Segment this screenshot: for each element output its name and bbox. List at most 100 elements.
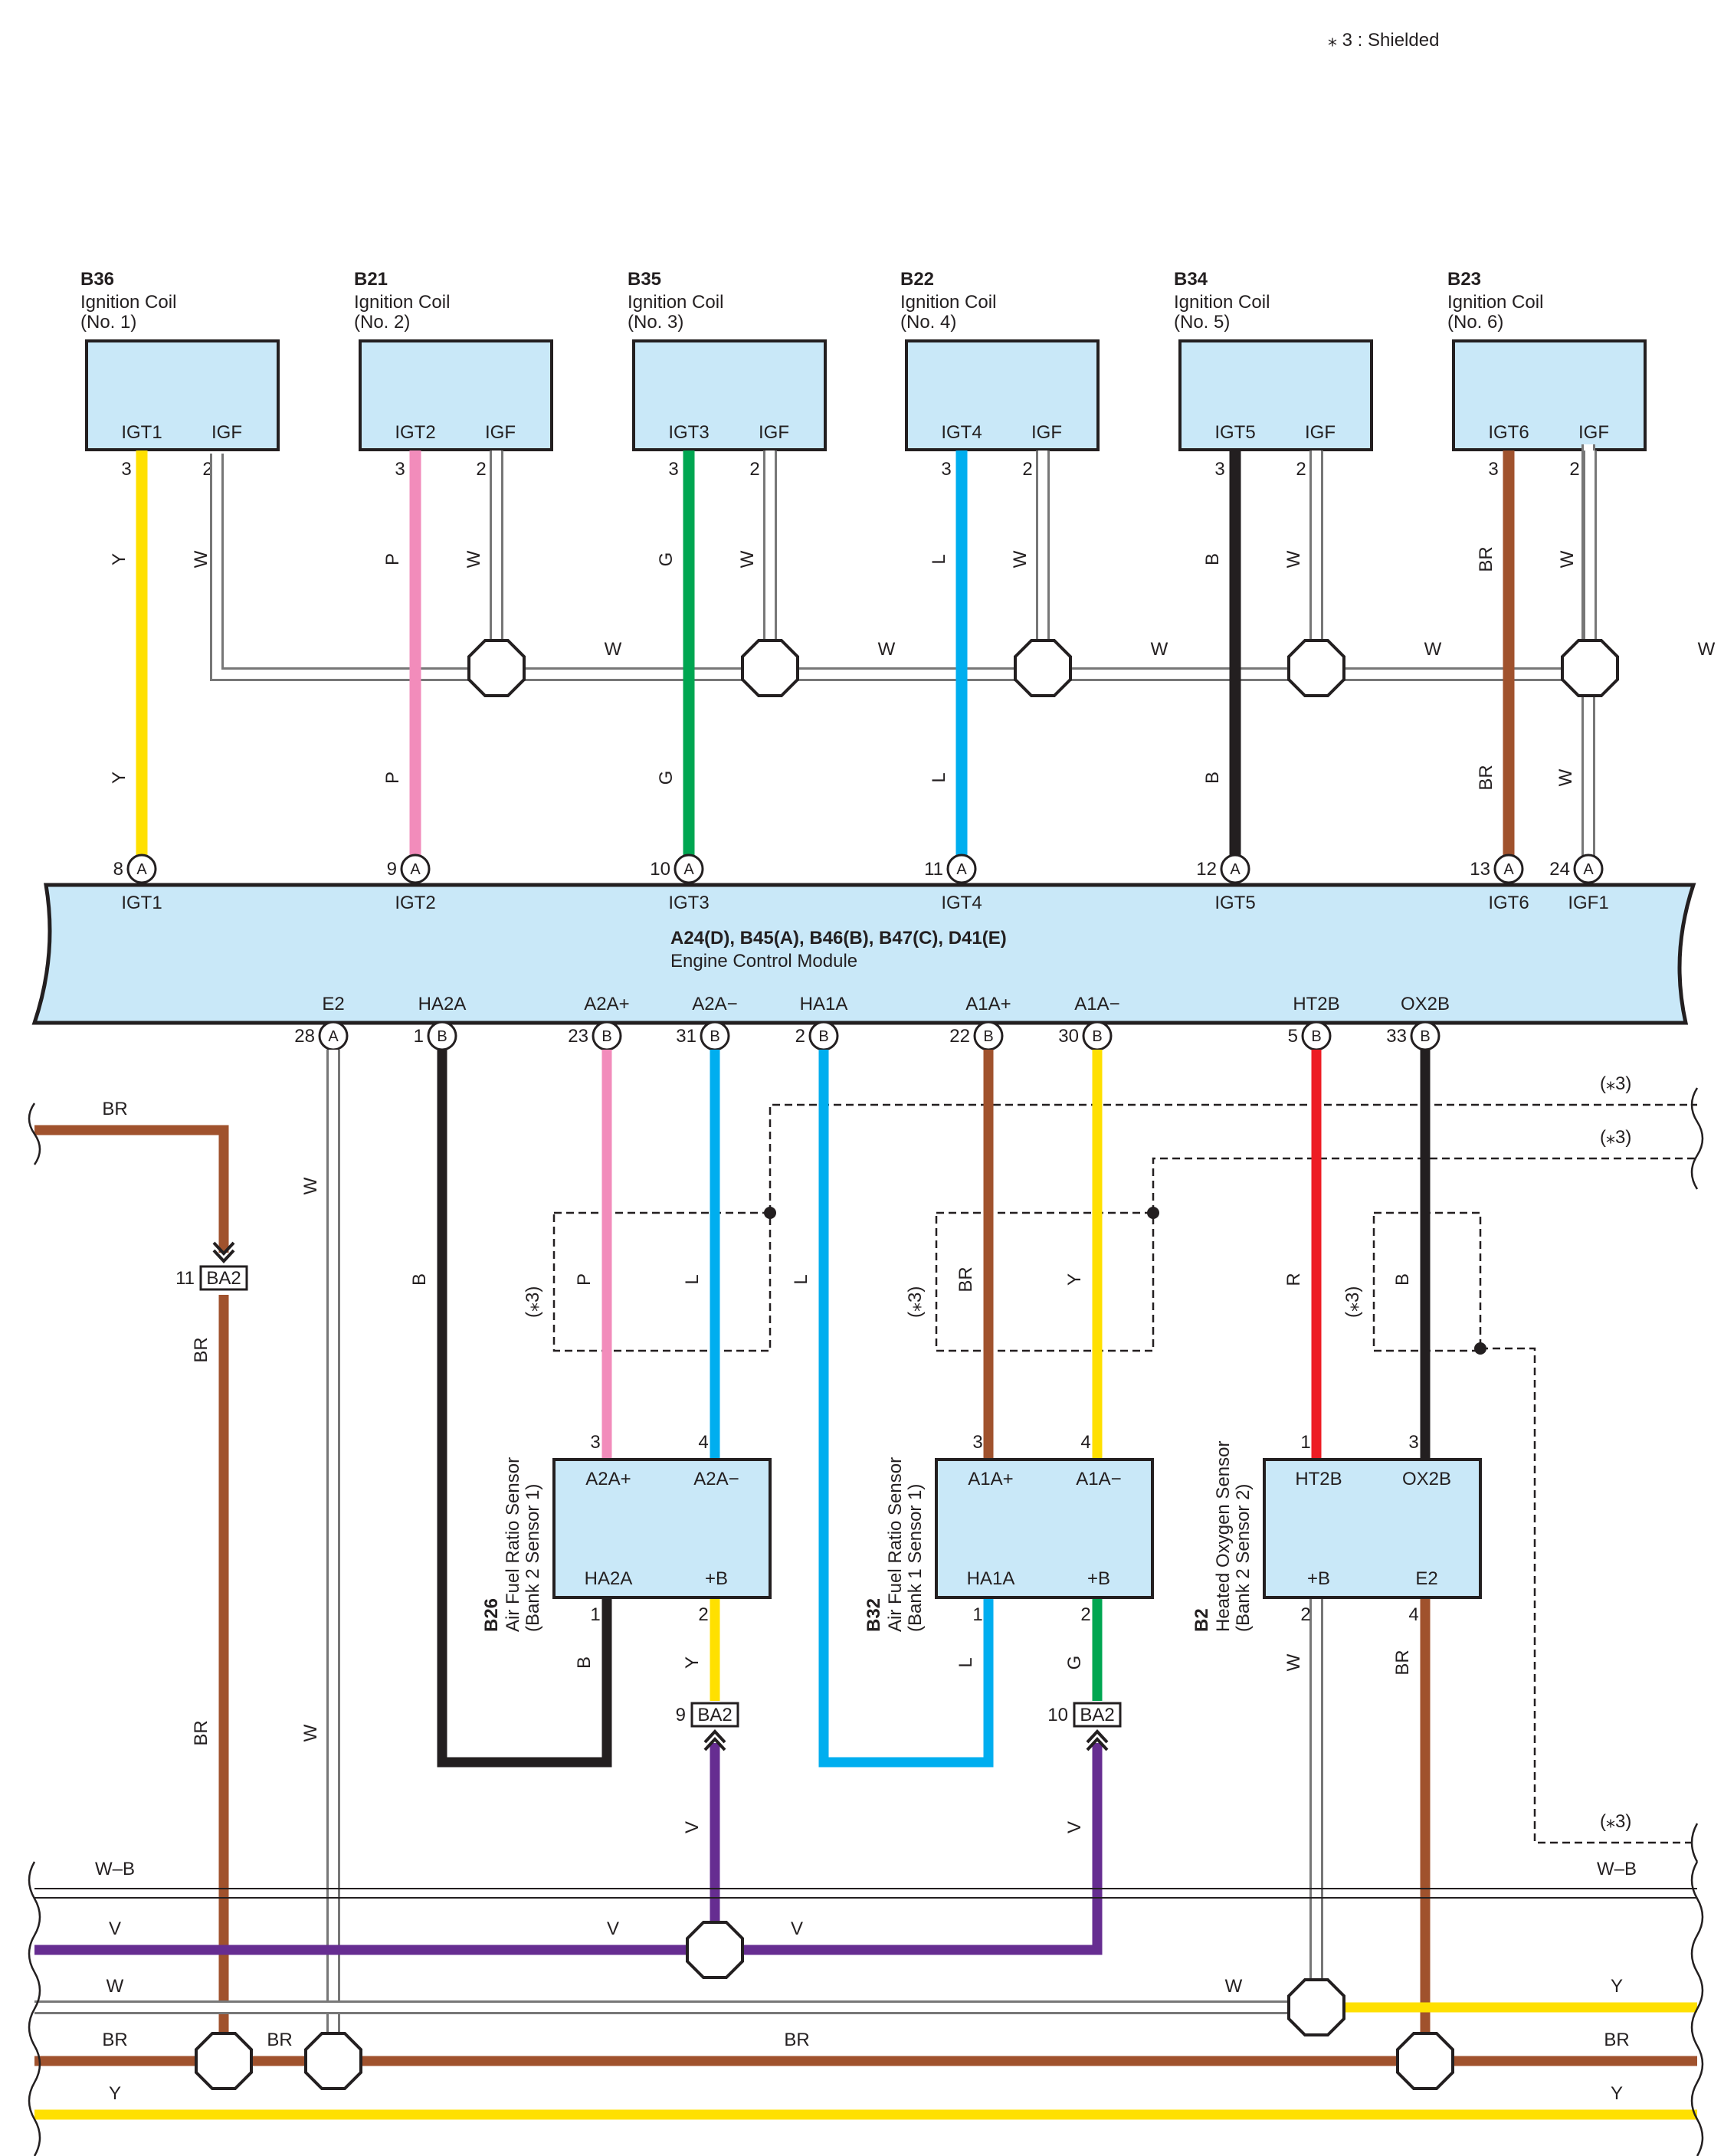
ecm-pin-a2a-letter: B: [601, 1028, 611, 1045]
wire-br-left-top: [34, 1125, 229, 1253]
shield-dot-3: [1474, 1342, 1486, 1355]
coil-6-wire-label-top: BR: [1476, 546, 1496, 572]
coil-6-igt-pin: 3: [1488, 459, 1498, 480]
coil-2-igt-pin: 3: [395, 459, 405, 480]
coil-5-wire-label-bottom: B: [1202, 772, 1223, 784]
bus-label-6: V: [791, 1918, 803, 1939]
coil-1-body: [85, 339, 280, 451]
wire-ha2a: [437, 1050, 612, 1768]
ecm-pin-a1a-number: 22: [949, 1026, 970, 1047]
coil-3-igt-label: IGT3: [668, 422, 709, 443]
coil-1-code: B36: [80, 269, 114, 290]
sensor-b2-bl-label: +B: [1307, 1568, 1330, 1589]
ecm-pin-igt2-number: 9: [387, 859, 397, 880]
ecm-pin-igt2-letter: A: [410, 861, 421, 878]
bus-label-9: Y: [1611, 1976, 1623, 1997]
sensor-b26-sub: (Bank 2 Sensor 1): [523, 1484, 543, 1632]
lower-wire-label-19: V: [682, 1821, 703, 1833]
ecm-pin-igt6-circle: [1493, 854, 1524, 884]
coil-5-body: [1178, 339, 1373, 451]
sensor-b32-pin-br: 2: [1080, 1604, 1090, 1625]
coil-5-igf-label: IGF: [1305, 422, 1336, 443]
junction-br-1: [195, 2032, 253, 2090]
coil-4-bus-label: W: [1151, 639, 1168, 660]
coil-3-wire-label-top: G: [656, 552, 677, 567]
shield-label-2: (⁎3): [1600, 1127, 1631, 1148]
coil-4-igf-pin: 2: [1022, 459, 1032, 480]
bus-label-11: BR: [267, 2030, 292, 2050]
connector-ba2-9-arrow-1: [703, 1729, 726, 1744]
bus-label-15: Y: [1611, 2083, 1623, 2104]
shield-line-2: [1152, 1157, 1697, 1213]
coil-4-wire-label-bottom: L: [929, 772, 949, 782]
sensor-b2-tl-label: HT2B: [1295, 1469, 1342, 1489]
ecm-pin-igt5-number: 12: [1196, 859, 1217, 880]
lower-wire-label-3: BR: [191, 1337, 211, 1362]
ecm-label-igt1: IGT1: [121, 893, 162, 913]
ecm-pin-e2-number: 28: [294, 1026, 315, 1047]
ecm-pin-a1a-letter: B: [1092, 1028, 1102, 1045]
sensor-b32-pin-tr: 4: [1080, 1432, 1090, 1453]
sensor-b26-tl-label: A2A+: [585, 1469, 631, 1489]
ecm-pin-ha1a-label: HA1A: [800, 994, 848, 1014]
lower-wire-label-16: G: [1064, 1656, 1085, 1670]
ecm-pin-ht2b-label: HT2B: [1293, 994, 1339, 1014]
sensor-b2-tr-label: OX2B: [1402, 1469, 1451, 1489]
connector-ba2-9-box: [690, 1702, 739, 1728]
coil-3-bus-label: W: [878, 639, 896, 660]
connector-ba2-11-box: [199, 1265, 248, 1291]
ecm-pin-igf1-letter: A: [1583, 861, 1594, 878]
lower-wire-label-14: Y: [682, 1656, 703, 1669]
ecm-pin-ha2a-number: 1: [414, 1026, 424, 1047]
sensor-b26-pin-bl: 1: [590, 1604, 600, 1625]
ecm-pin-e2-letter: A: [328, 1028, 339, 1045]
lower-wire-label-20: V: [1064, 1821, 1085, 1833]
igf1-wire-label: W: [1555, 768, 1576, 786]
lower-wire-label-7: L: [682, 1274, 703, 1284]
sensor-b32-pin-tl: 3: [972, 1432, 982, 1453]
coil-2-wire-label-bottom: P: [382, 772, 403, 784]
lower-wire-label-18: BR: [1392, 1650, 1413, 1675]
igf-bus-outline: [210, 454, 1588, 681]
sensor-b32-bl-label: HA1A: [967, 1568, 1015, 1589]
ecm-pin-a1a-label: A1A−: [1074, 994, 1119, 1014]
sensor-b26-br-label: +B: [705, 1568, 728, 1589]
coil-4-igf-label: IGF: [1031, 422, 1062, 443]
shield-box-label-2: (⁎3): [905, 1286, 926, 1318]
sensor-b26-code: B26: [481, 1598, 502, 1632]
ecm-pin-igt4-circle: [946, 854, 977, 884]
connector-ba2-11-pin: 11: [175, 1268, 195, 1289]
shield-box-label-3: (⁎3): [1342, 1286, 1363, 1318]
lower-wire-label-8: L: [791, 1274, 811, 1284]
ecm-bottom-pins: E2A28HA2AB1A2A+B23A2A−B31HA1AB2A1A+B22A1…: [294, 994, 1450, 1051]
ecm-pin-a2a-number: 31: [676, 1026, 696, 1047]
sensor-b32-tl-label: A1A+: [968, 1469, 1013, 1489]
coil-5-igf-pin: 2: [1296, 459, 1306, 480]
wire-v-b32: [715, 1743, 1103, 1955]
sensor-b2-sub: (Bank 2 Sensor 2): [1233, 1484, 1254, 1632]
coil-2-igf-junction: [467, 639, 526, 697]
sensor-b26-name: Air Fuel Ratio Sensor: [503, 1457, 523, 1632]
coil-2-body: [359, 339, 553, 451]
coil-4-name: Ignition Coil: [900, 292, 996, 313]
connector-ba2-9-pin: 9: [676, 1705, 686, 1725]
lower-wire-label-13: B: [574, 1656, 595, 1669]
sensor-b32-code: B32: [864, 1598, 884, 1632]
ecm-pin-ha1a-number: 2: [795, 1026, 805, 1047]
ecm-label-igt4: IGT4: [941, 893, 982, 913]
lower-wire-label-9: BR: [955, 1266, 976, 1292]
coil-4-igf-junction: [1014, 639, 1072, 697]
coil-4-igt-pin: 3: [941, 459, 951, 480]
coil-3-igf-wire-label: W: [737, 550, 758, 568]
coil-1-igf-label-w: W: [191, 550, 211, 568]
ecm-pin-ha1a-letter: B: [818, 1028, 828, 1045]
coil-4-code: B22: [900, 269, 934, 290]
ecm-pin-ox2b-number: 33: [1386, 1026, 1407, 1047]
coil-4-number: (No. 4): [900, 312, 956, 333]
connector-ba2-10-box: [1073, 1702, 1122, 1728]
ecm-pin-a2a-label: A2A−: [692, 994, 737, 1014]
sensor-b2-pin-tr: 3: [1408, 1432, 1418, 1453]
connector-ba2-10-pin: 10: [1047, 1705, 1068, 1725]
